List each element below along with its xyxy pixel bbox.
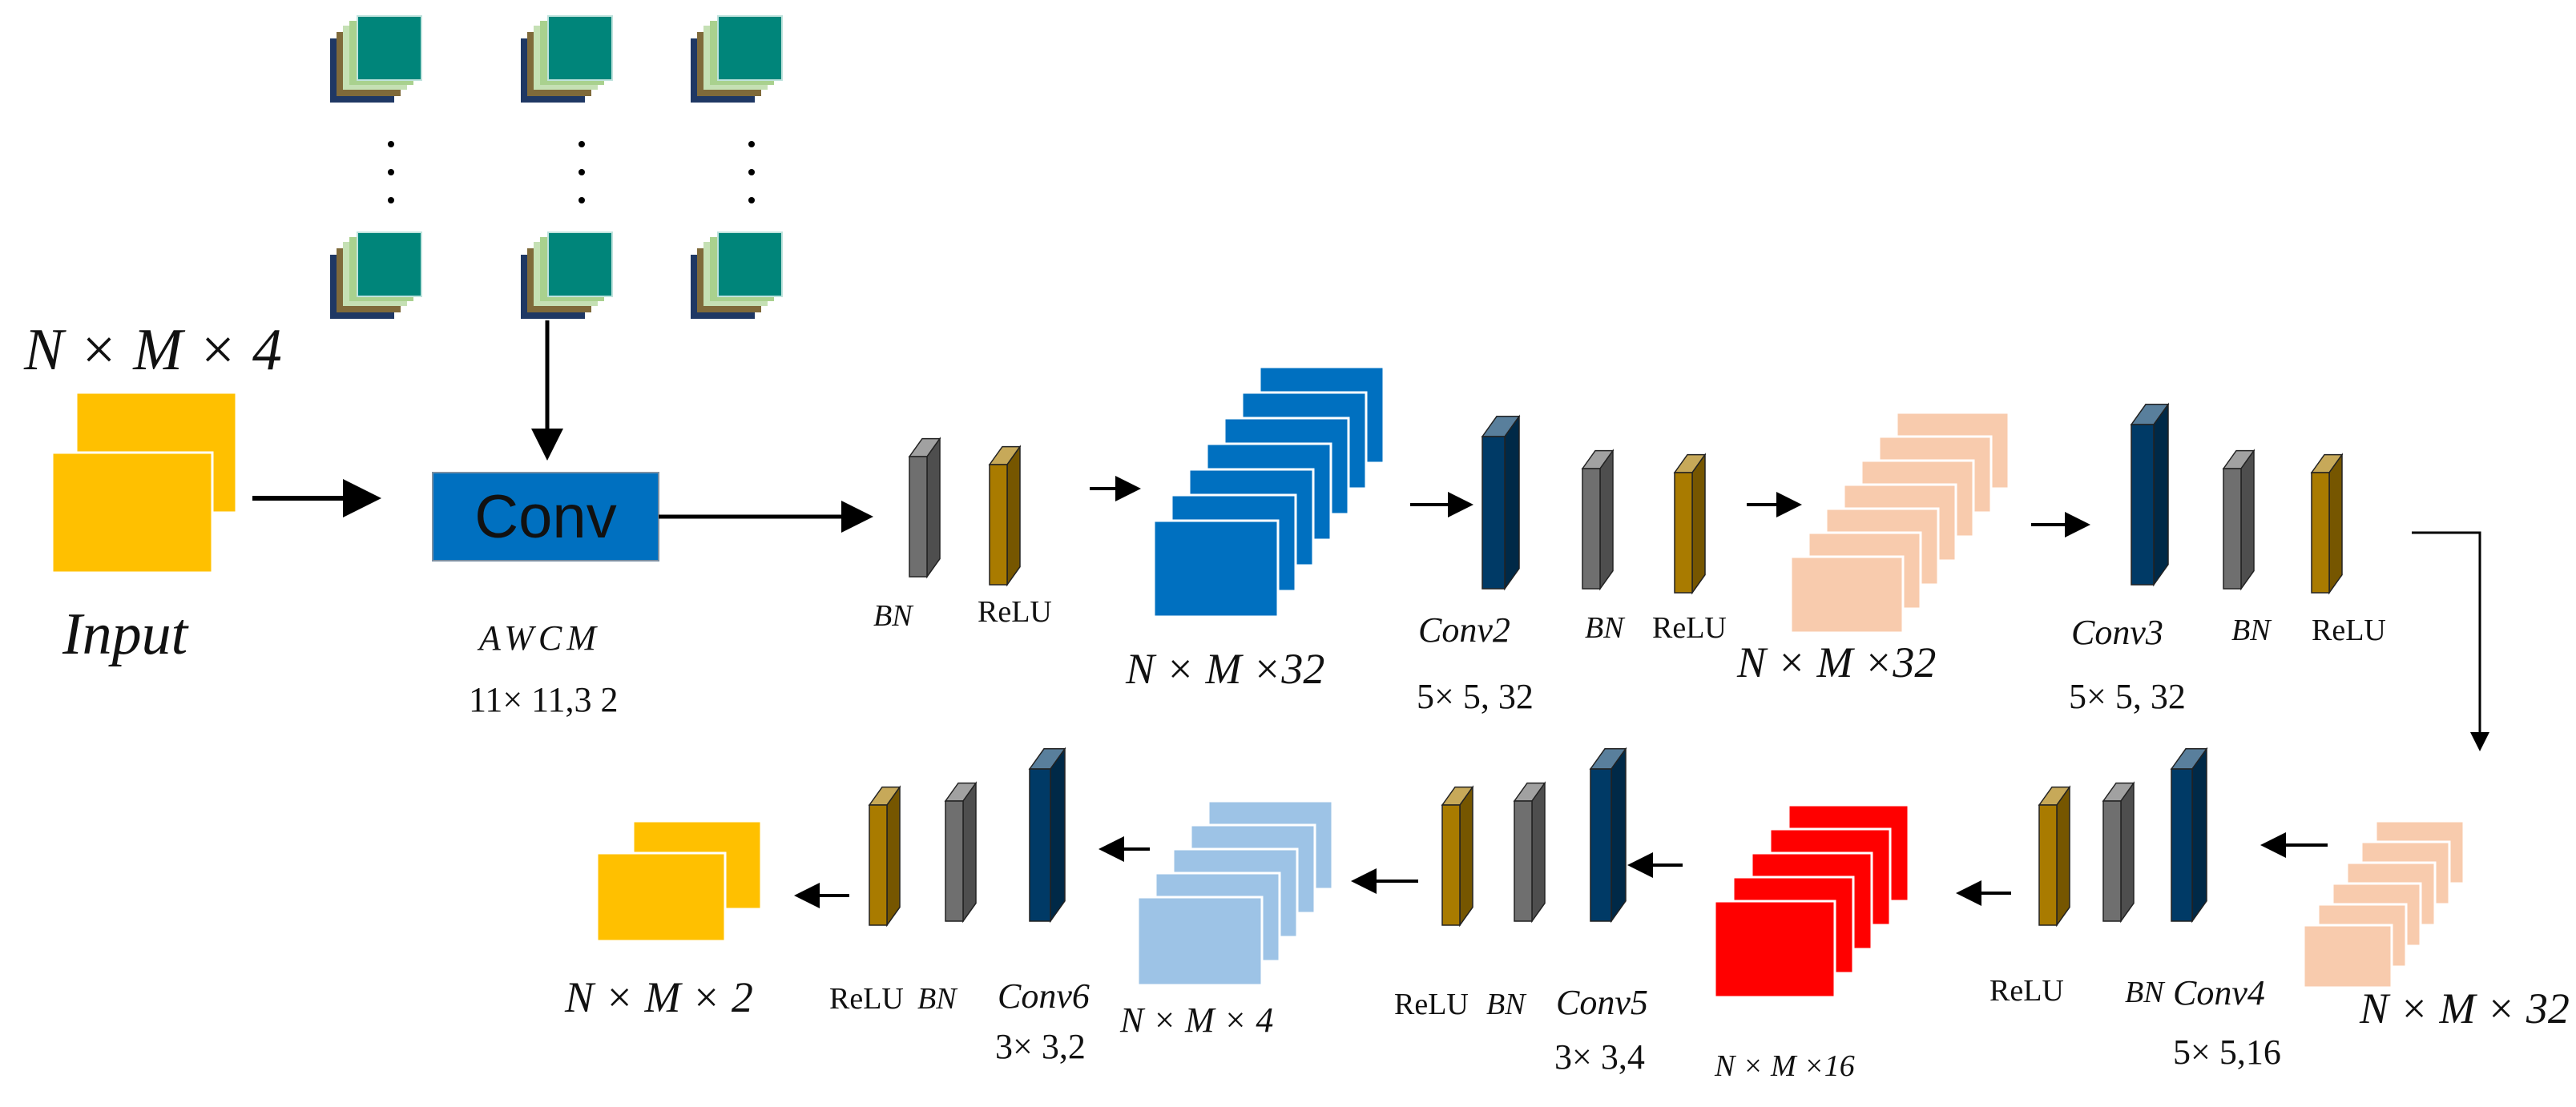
- awcm-conv-block: [432, 472, 659, 562]
- features5-map-5: [1136, 896, 1264, 987]
- kernel-ellipsis-dot-3-2: [748, 169, 755, 175]
- kernel-bottom-2-layer-5: [547, 231, 613, 297]
- conv4-bn-label: BN: [2125, 976, 2164, 1009]
- conv3-bn-label: BN: [2231, 614, 2271, 647]
- conv5-name-label: Conv5: [1556, 983, 1648, 1022]
- conv3-params-label: 5× 5, 32: [2069, 677, 2186, 716]
- kernel-top-3-layer-5: [717, 15, 783, 81]
- awcm-name-label: AWCM: [479, 618, 601, 658]
- features3-map-6: [2302, 924, 2393, 989]
- stage1-output-label: N × M ×32: [1126, 645, 1325, 693]
- conv6-relu-label: ReLU: [829, 982, 904, 1016]
- features1-map-7: [1152, 519, 1280, 618]
- conv5-bn-label: BN: [1486, 988, 1526, 1021]
- stage1-relu-label: ReLU: [978, 595, 1052, 629]
- output-stack-map-2: [595, 851, 727, 943]
- kernel-ellipsis-dot-2-3: [578, 197, 585, 203]
- conv3-slab-front-face: [2131, 424, 2155, 586]
- conv2-slab-front-face: [1482, 436, 1506, 590]
- features4-map-5: [1713, 900, 1836, 999]
- conv2-bn-label: BN: [1585, 611, 1624, 645]
- conv6-name-label: Conv6: [998, 976, 1090, 1016]
- conv6-params-label: 3× 3,2: [995, 1027, 1086, 1066]
- conv2-params-label: 5× 5, 32: [1417, 677, 1534, 716]
- kernel-ellipsis-dot-3-1: [748, 141, 755, 147]
- conv4-bn-slab-front-face: [2102, 800, 2122, 922]
- conv4-relu-slab-front-face: [2038, 804, 2058, 926]
- conv6-output-label: N × M × 2: [565, 973, 753, 1021]
- kernel-bottom-3-layer-5: [717, 231, 783, 297]
- conv3-relu-label: ReLU: [2312, 614, 2386, 647]
- conv3-output-label: N × M × 32: [2360, 984, 2570, 1033]
- conv5-bn-slab-front-face: [1514, 800, 1533, 922]
- features2-map-7: [1789, 555, 1905, 634]
- conv2-bn-slab-front-face: [1582, 468, 1601, 590]
- conv2-output-label: N × M ×32: [1737, 638, 1937, 686]
- input-label: Input: [62, 602, 188, 667]
- awcm-conv-label: Conv: [474, 482, 617, 551]
- kernel-ellipsis-dot-3-3: [748, 197, 755, 203]
- kernel-ellipsis-dot-1-3: [388, 197, 394, 203]
- conv3-name-label: Conv3: [2071, 613, 2163, 652]
- stage1-bn-slab-front-face: [909, 456, 928, 578]
- awcm-params-label: 11× 11,3 2: [469, 680, 619, 719]
- conv5-slab-front-face: [1590, 768, 1612, 922]
- conv2-name-label: Conv2: [1418, 610, 1510, 650]
- kernel-bottom-1-layer-5: [357, 231, 422, 297]
- conv2-relu-label: ReLU: [1652, 611, 1727, 645]
- stage1-bn-label: BN: [873, 599, 913, 633]
- kernel-ellipsis-dot-2-2: [578, 169, 585, 175]
- conv5-relu-label: ReLU: [1394, 988, 1469, 1021]
- conv6-bn-label: BN: [917, 982, 957, 1016]
- kernel-ellipsis-dot-2-1: [578, 141, 585, 147]
- conv6-relu-slab-front-face: [869, 804, 888, 926]
- conv5-output-label: N × M × 4: [1120, 1000, 1274, 1040]
- stage1-relu-slab-front-face: [989, 464, 1008, 586]
- input-stack-map-2: [50, 451, 214, 574]
- kernel-ellipsis-dot-1-1: [388, 141, 394, 147]
- conv5-relu-slab-front-face: [1441, 804, 1461, 926]
- conv4-name-label: Conv4: [2173, 973, 2265, 1012]
- arrow-bend-down: [2412, 531, 2489, 751]
- kernel-top-1-layer-5: [357, 15, 422, 81]
- input-dims-label: N × M × 4: [24, 317, 282, 383]
- conv2-relu-slab-front-face: [1674, 472, 1693, 594]
- conv3-bn-slab-front-face: [2223, 468, 2242, 590]
- conv6-bn-slab-front-face: [945, 800, 964, 922]
- conv4-params-label: 5× 5,16: [2173, 1033, 2281, 1072]
- conv4-relu-label: ReLU: [1989, 974, 2064, 1008]
- conv4-output-label: N × M ×16: [1715, 1049, 1855, 1083]
- conv6-slab-front-face: [1029, 768, 1051, 922]
- conv4-slab-front-face: [2171, 768, 2193, 922]
- conv3-relu-slab-front-face: [2311, 472, 2330, 594]
- kernel-ellipsis-dot-1-2: [388, 169, 394, 175]
- kernel-top-2-layer-5: [547, 15, 613, 81]
- conv5-params-label: 3× 3,4: [1554, 1037, 1645, 1077]
